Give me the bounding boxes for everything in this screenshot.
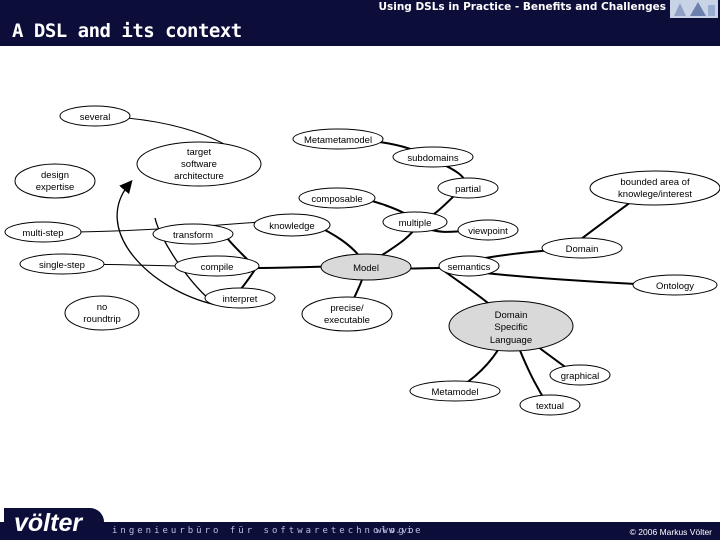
brand-logo-text: völter: [14, 509, 83, 537]
slide-title: A DSL and its context: [12, 20, 242, 42]
label-single-step: single-step: [39, 260, 85, 271]
label-semantics: semantics: [448, 262, 491, 273]
node-multi-step: [4, 221, 82, 243]
label-knowledge: knowledge: [269, 221, 314, 232]
label-design-expertise-2: expertise: [36, 182, 75, 193]
node-semantics: [438, 255, 500, 277]
label-dsl-2: Specific: [494, 322, 528, 333]
header-logo-icon: [670, 0, 718, 18]
node-compile: [174, 255, 260, 277]
label-precise-1: precise/: [330, 303, 364, 314]
node-bounded-area: [589, 170, 720, 206]
footer-bar: [0, 522, 720, 540]
label-precise-2: executable: [324, 315, 370, 326]
node-single-step: [19, 253, 105, 275]
footer-url: www.vo: [376, 526, 415, 536]
node-several: [59, 105, 131, 127]
presentation-subtitle: Using DSLs in Practice - Benefits and Ch…: [378, 1, 666, 13]
node-target-arch: [136, 141, 262, 187]
label-multiple: multiple: [399, 218, 432, 229]
label-textual: textual: [536, 401, 564, 412]
label-dsl-1: Domain: [495, 310, 528, 321]
node-precise: [301, 296, 393, 332]
label-subdomains: subdomains: [407, 153, 458, 164]
node-composable: [298, 187, 376, 209]
node-domain: [541, 237, 623, 259]
process-arrow: [116, 180, 217, 306]
title-bar: A DSL and its context: [0, 18, 720, 46]
label-no-roundtrip-2: roundtrip: [83, 314, 121, 325]
label-metametamodel: Metametamodel: [304, 135, 372, 146]
node-no-roundtrip: [64, 295, 140, 331]
node-subdomains: [392, 146, 474, 168]
footer-tagline: ingenieurbüro für softwaretechnologie: [112, 526, 424, 536]
node-graphical: [549, 364, 611, 386]
footer-copyright: © 2006 Markus Völter: [629, 527, 712, 537]
label-ontology: Ontology: [656, 281, 694, 292]
header-bar: Using DSLs in Practice - Benefits and Ch…: [0, 0, 720, 18]
label-target-arch-2: software: [181, 159, 217, 170]
voelter-logo: völter: [4, 508, 104, 540]
label-bounded-area-2: knowlege/interest: [618, 189, 692, 200]
label-several: several: [80, 112, 111, 123]
node-ontology: [632, 274, 718, 296]
label-partial: partial: [455, 184, 481, 195]
mindmap-nodes: [4, 105, 720, 416]
label-transform: transform: [173, 230, 213, 241]
label-no-roundtrip-1: no: [97, 302, 108, 313]
node-multiple: [382, 211, 448, 233]
node-textual: [519, 394, 581, 416]
mindmap-thin-lines: [61, 115, 261, 269]
label-viewpoint: viewpoint: [468, 226, 508, 237]
label-graphical: graphical: [561, 371, 600, 382]
node-design-expertise: [14, 163, 96, 199]
label-target-arch-3: architecture: [174, 171, 224, 182]
label-compile: compile: [201, 262, 234, 273]
node-metamodel: [409, 380, 501, 402]
label-metamodel: Metamodel: [432, 387, 479, 398]
label-model: Model: [353, 263, 379, 274]
label-dsl-3: Language: [490, 335, 532, 346]
node-dsl: [448, 300, 574, 352]
node-viewpoint: [457, 219, 519, 241]
node-transform: [152, 223, 234, 245]
label-composable: composable: [311, 194, 362, 205]
node-knowledge: [253, 213, 331, 237]
dsl-context-mindmap: several Metametamodel target software ar…: [4, 105, 720, 416]
footer: völter ingenieurbüro für softwaretechnol…: [0, 508, 720, 540]
node-model: [320, 253, 412, 281]
label-design-expertise-1: design: [41, 170, 69, 181]
mindmap-connectors: [223, 139, 661, 406]
label-interpret: interpret: [223, 294, 258, 305]
node-interpret: [204, 287, 276, 309]
node-partial: [437, 177, 499, 199]
label-target-arch-1: target: [187, 147, 212, 158]
node-metametamodel: [292, 128, 384, 150]
label-bounded-area-1: bounded area of: [620, 177, 690, 188]
label-multi-step: multi-step: [22, 228, 63, 239]
label-domain: Domain: [566, 244, 599, 255]
